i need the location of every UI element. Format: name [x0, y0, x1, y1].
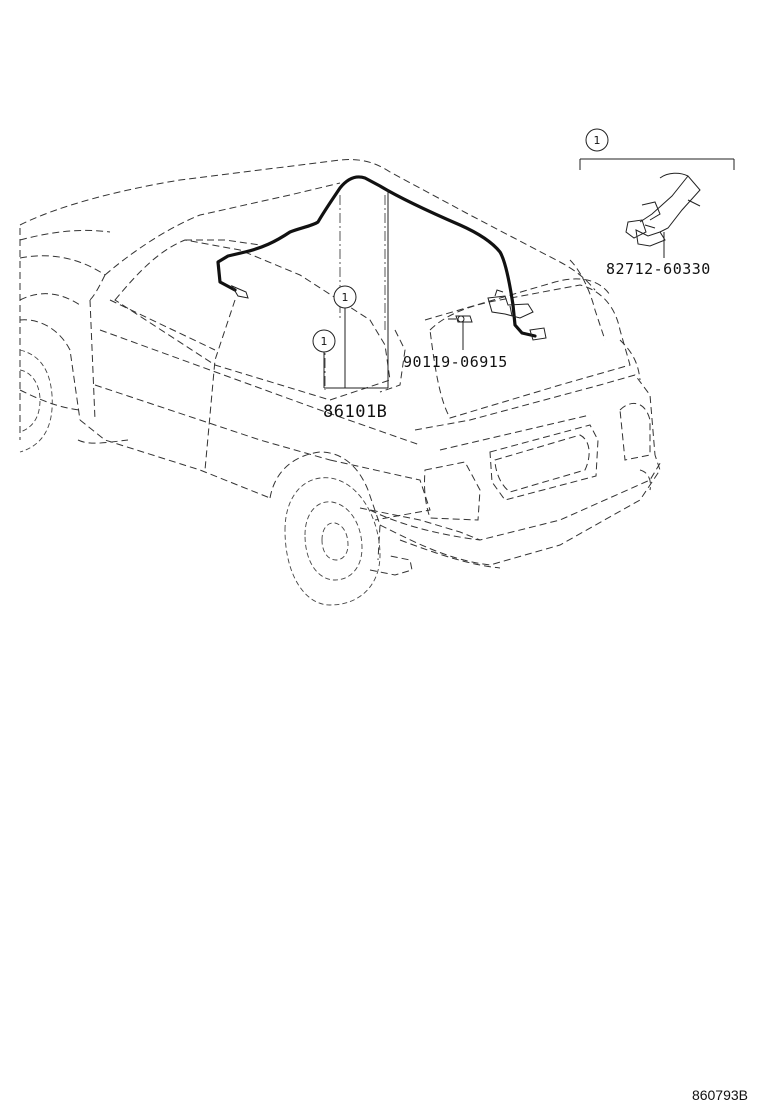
svg-text:1: 1 — [594, 134, 601, 147]
part-label-antenna-cord[interactable]: 86101B — [323, 402, 387, 422]
part-label-screw[interactable]: 90119-06915 — [403, 353, 508, 371]
callout-marker-left-upper: 1 — [333, 285, 357, 309]
diagram-code: 860793B — [691, 1087, 748, 1103]
cord-bracket — [487, 289, 534, 319]
part-label-clamp[interactable]: 82712-60330 — [606, 260, 711, 278]
screw-icon — [448, 315, 473, 323]
clamp-icon — [625, 172, 701, 247]
antenna-cord-leaders — [323, 190, 389, 389]
callout-marker-top-right: 1 — [585, 128, 609, 152]
antenna-cord — [216, 175, 547, 341]
callout-bracket-top-right — [579, 158, 735, 170]
svg-text:1: 1 — [321, 335, 328, 348]
vehicle-outline — [19, 159, 663, 606]
svg-text:1: 1 — [342, 291, 349, 304]
callout-marker-left-lower: 1 — [312, 329, 336, 353]
